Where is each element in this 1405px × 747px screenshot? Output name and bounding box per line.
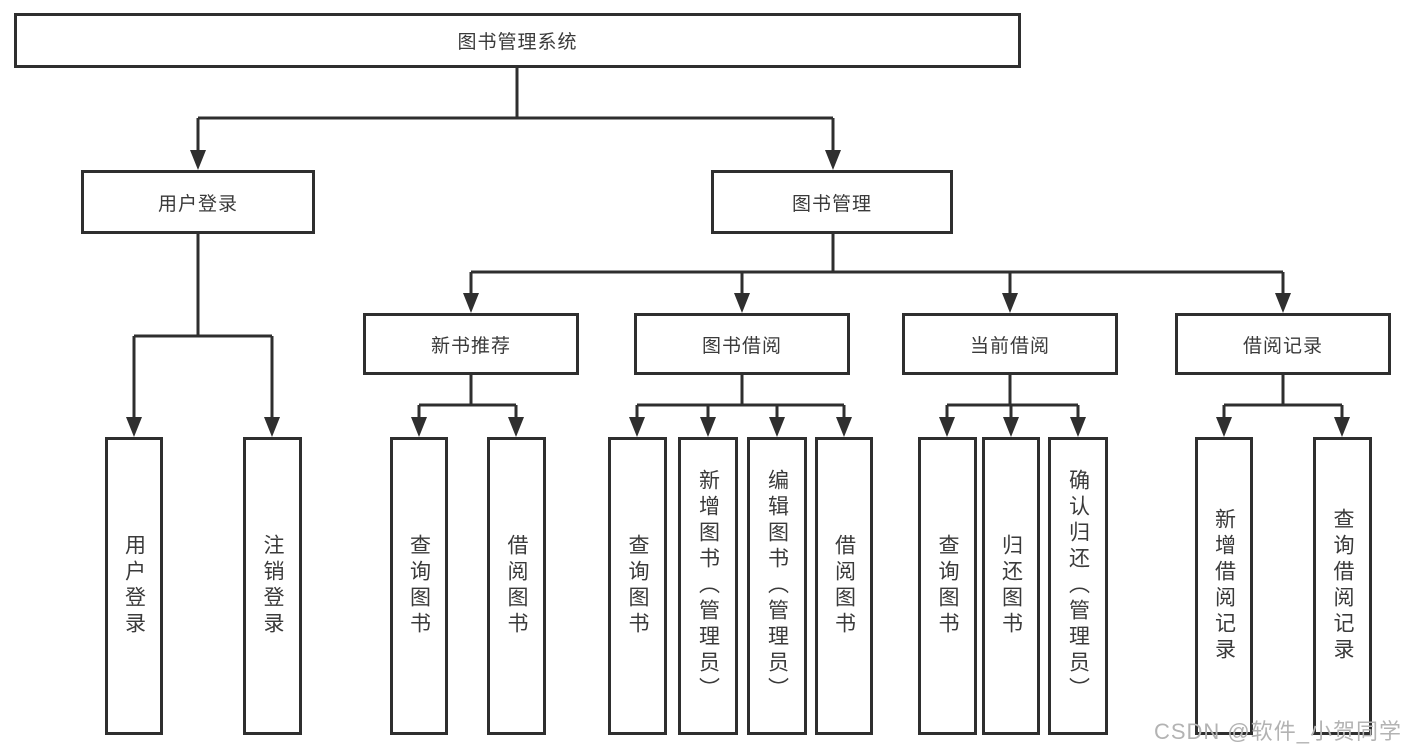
node-add-borrow-record: 新增借阅记录 — [1195, 437, 1253, 735]
node-label: 注销登录 — [261, 534, 284, 638]
edge-current-borrow — [945, 375, 1080, 419]
node-borrow-books-recommend: 借阅图书 — [487, 437, 546, 735]
arrow-down-icon — [1003, 417, 1019, 437]
node-label: 新增图书（管理员） — [696, 469, 720, 703]
arrow-down-icon — [1216, 417, 1232, 437]
node-new-book-recommend: 新书推荐 — [363, 313, 579, 375]
node-user-login-branch: 用户登录 — [81, 170, 315, 234]
arrow-down-icon — [264, 417, 280, 437]
edge-book-borrow — [635, 375, 846, 419]
arrow-down-icon — [629, 417, 645, 437]
node-label: 借阅图书 — [832, 534, 856, 638]
arrow-down-icon — [825, 150, 841, 170]
node-current-borrow: 当前借阅 — [902, 313, 1118, 375]
edge-new-book-recommend — [417, 375, 518, 419]
node-library-management-system: 图书管理系统 — [14, 13, 1021, 68]
node-book-management: 图书管理 — [711, 170, 953, 234]
node-logout: 注销登录 — [243, 437, 302, 735]
arrow-down-icon — [1002, 293, 1018, 313]
node-label: 确认归还（管理员） — [1066, 469, 1090, 703]
arrow-down-icon — [190, 150, 206, 170]
arrow-down-icon — [126, 417, 142, 437]
node-label: 用户登录 — [157, 193, 238, 215]
node-label: 编辑图书（管理员） — [765, 469, 789, 703]
arrow-down-icon — [939, 417, 955, 437]
node-label: 归还图书 — [999, 534, 1023, 638]
node-label: 查询图书 — [936, 534, 959, 638]
node-user-login: 用户登录 — [105, 437, 163, 735]
node-borrow-books: 借阅图书 — [815, 437, 873, 735]
node-add-books-admin: 新增图书（管理员） — [678, 437, 738, 735]
node-label: 借阅图书 — [505, 534, 528, 638]
node-query-books-recommend: 查询图书 — [390, 437, 448, 735]
node-label: 当前借阅 — [969, 335, 1050, 357]
node-label: 图书借阅 — [701, 335, 782, 357]
arrow-down-icon — [463, 293, 479, 313]
edge-book-management — [469, 234, 1285, 295]
node-return-books: 归还图书 — [982, 437, 1040, 735]
arrow-down-icon — [1334, 417, 1350, 437]
arrow-down-icon — [769, 417, 785, 437]
arrow-down-icon — [411, 417, 427, 437]
node-label: 用户登录 — [122, 534, 146, 638]
node-borrow-records: 借阅记录 — [1175, 313, 1391, 375]
node-label: 图书管理 — [791, 193, 872, 215]
node-query-borrow-record: 查询借阅记录 — [1313, 437, 1372, 735]
csdn-watermark: CSDN @软件_小贺同学 — [1153, 719, 1402, 744]
arrow-down-icon — [836, 417, 852, 437]
edge-borrow-records — [1222, 375, 1344, 419]
node-label: 查询图书 — [626, 534, 649, 638]
node-label: 借阅记录 — [1242, 335, 1323, 357]
node-label: 新增借阅记录 — [1212, 508, 1236, 664]
node-confirm-return-admin: 确认归还（管理员） — [1048, 437, 1108, 735]
arrow-down-icon — [700, 417, 716, 437]
edge-root — [196, 68, 835, 152]
node-label: 查询借阅记录 — [1331, 508, 1354, 664]
node-edit-books-admin: 编辑图书（管理员） — [747, 437, 807, 735]
edge-user-login — [132, 234, 274, 419]
arrow-down-icon — [1070, 417, 1086, 437]
node-query-books-current: 查询图书 — [918, 437, 977, 735]
arrow-down-icon — [508, 417, 524, 437]
node-book-borrow: 图书借阅 — [634, 313, 850, 375]
arrow-down-icon — [734, 293, 750, 313]
node-label: 图书管理系统 — [457, 32, 578, 53]
node-label: 新书推荐 — [430, 335, 511, 357]
node-query-books: 查询图书 — [608, 437, 667, 735]
node-label: 查询图书 — [407, 534, 431, 638]
arrow-down-icon — [1275, 293, 1291, 313]
